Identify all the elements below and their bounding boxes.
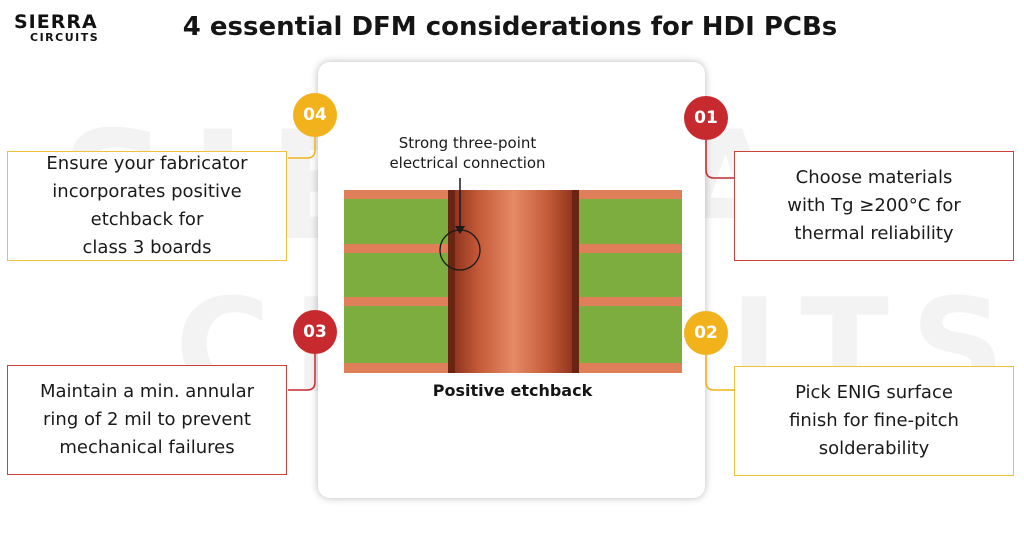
copper-layer-left-2 (344, 244, 454, 253)
consideration-04-line-4: class 3 boards (82, 237, 212, 258)
consideration-03-line-2: ring of 2 mil to prevent (43, 409, 251, 430)
consideration-01-text: Choose materials with Tg ≥200°C for ther… (787, 164, 961, 248)
callout-line-2: electrical connection (389, 154, 546, 172)
via-wall-right (572, 190, 579, 373)
diagram-caption: Positive etchback (432, 381, 593, 400)
consideration-03-line-1: Maintain a min. annular (39, 381, 254, 402)
logo-name-top: SIERRA (14, 11, 98, 33)
via-wall-left (448, 190, 455, 373)
connection-callout: Strong three-point electrical connection (365, 133, 570, 173)
consideration-04-line-3: etchback for (90, 209, 204, 230)
consideration-01-line-2: with Tg ≥200°C for (787, 195, 961, 216)
copper-layer-right-4 (573, 363, 682, 373)
badge-01: 01 (684, 96, 728, 140)
copper-layer-left-3 (344, 297, 454, 306)
copper-layer-right-2 (573, 244, 682, 253)
copper-layer-left-1 (344, 190, 454, 199)
consideration-04-box: Ensure your fabricator incorporates posi… (7, 151, 287, 261)
consideration-04-line-1: Ensure your fabricator (46, 153, 248, 174)
sierra-circuits-logo: SIERRA CIRCUITS (14, 12, 124, 44)
badge-04: 04 (293, 93, 337, 137)
consideration-04-text: Ensure your fabricator incorporates posi… (46, 150, 247, 262)
copper-layer-right-3 (573, 297, 682, 306)
consideration-03-line-3: mechanical failures (59, 437, 235, 458)
via-barrel (451, 190, 576, 373)
callout-arrow-head (455, 226, 465, 234)
consideration-01-box: Choose materials with Tg ≥200°C for ther… (734, 151, 1014, 261)
consideration-01-line-1: Choose materials (795, 167, 953, 188)
laminate-left (344, 190, 454, 373)
callout-line-1: Strong three-point (398, 134, 537, 152)
page-title: 4 essential DFM considerations for HDI P… (182, 12, 838, 42)
consideration-02-line-3: solderability (818, 438, 930, 459)
consideration-02-text: Pick ENIG surface finish for fine-pitch … (789, 379, 959, 463)
laminate-right (573, 190, 682, 373)
consideration-02-line-1: Pick ENIG surface (795, 382, 953, 403)
badge-03: 03 (293, 310, 337, 354)
consideration-03-text: Maintain a min. annular ring of 2 mil to… (40, 378, 254, 462)
consideration-04-line-2: incorporates positive (52, 181, 242, 202)
consideration-03-box: Maintain a min. annular ring of 2 mil to… (7, 365, 287, 475)
copper-layer-right-1 (573, 190, 682, 199)
logo-name-bottom: CIRCUITS (30, 31, 100, 44)
consideration-02-box: Pick ENIG surface finish for fine-pitch … (734, 366, 1014, 476)
consideration-01-line-3: thermal reliability (794, 223, 954, 244)
badge-02: 02 (684, 311, 728, 355)
consideration-02-line-2: finish for fine-pitch (789, 410, 959, 431)
copper-layer-left-4 (344, 363, 454, 373)
